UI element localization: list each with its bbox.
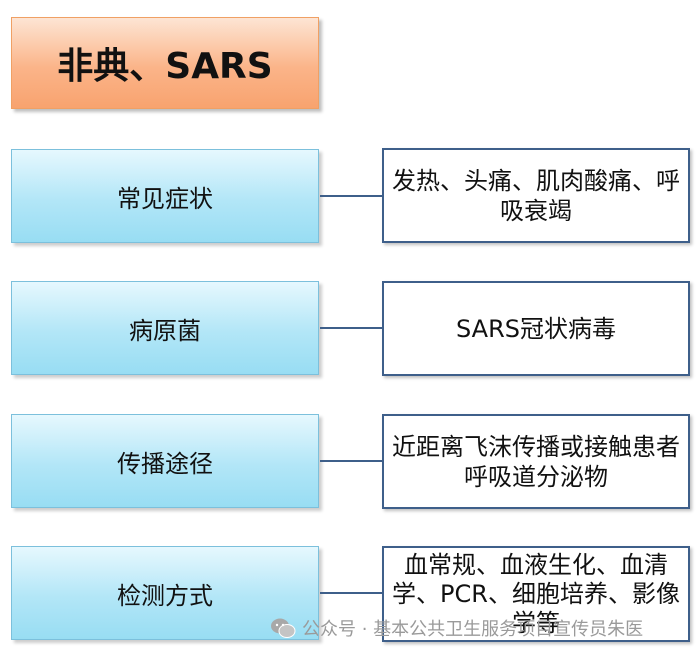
title-box: 非典、SARS xyxy=(11,17,319,109)
watermark-text: 公众号 · 基本公共卫生服务项目宣传员朱医 xyxy=(302,619,644,640)
description-box-detection: 血常规、血液生化、血清学、PCR、细胞培养、影像学等 xyxy=(382,546,690,642)
description-text: 发热、头痛、肌肉酸痛、呼吸衰竭 xyxy=(392,166,680,225)
description-text: SARS冠状病毒 xyxy=(455,314,616,343)
description-box-transmission: 近距离飞沫传播或接触患者呼吸道分泌物 xyxy=(382,414,690,509)
category-label: 病原菌 xyxy=(129,316,201,345)
description-text: 血常规、血液生化、血清学、PCR、细胞培养、影像学等 xyxy=(392,550,680,637)
category-box-pathogen: 病原菌 xyxy=(11,281,319,375)
diagram-title: 非典、SARS xyxy=(57,46,273,87)
category-label: 检测方式 xyxy=(117,581,213,610)
category-label: 常见症状 xyxy=(117,184,213,213)
watermark: 公众号 · 基本公共卫生服务项目宣传员朱医 xyxy=(270,614,643,642)
description-box-pathogen: SARS冠状病毒 xyxy=(382,281,690,376)
description-text: 近距离飞沫传播或接触患者呼吸道分泌物 xyxy=(392,432,680,491)
connector-line xyxy=(320,460,382,462)
connector-line xyxy=(320,592,382,594)
connector-line xyxy=(320,327,382,329)
category-box-detection: 检测方式 xyxy=(11,546,319,640)
category-label: 传播途径 xyxy=(117,449,213,478)
category-box-symptoms: 常见症状 xyxy=(11,149,319,243)
category-box-transmission: 传播途径 xyxy=(11,414,319,508)
description-box-symptoms: 发热、头痛、肌肉酸痛、呼吸衰竭 xyxy=(382,148,690,243)
connector-line xyxy=(320,195,382,197)
wechat-icon xyxy=(271,618,296,638)
